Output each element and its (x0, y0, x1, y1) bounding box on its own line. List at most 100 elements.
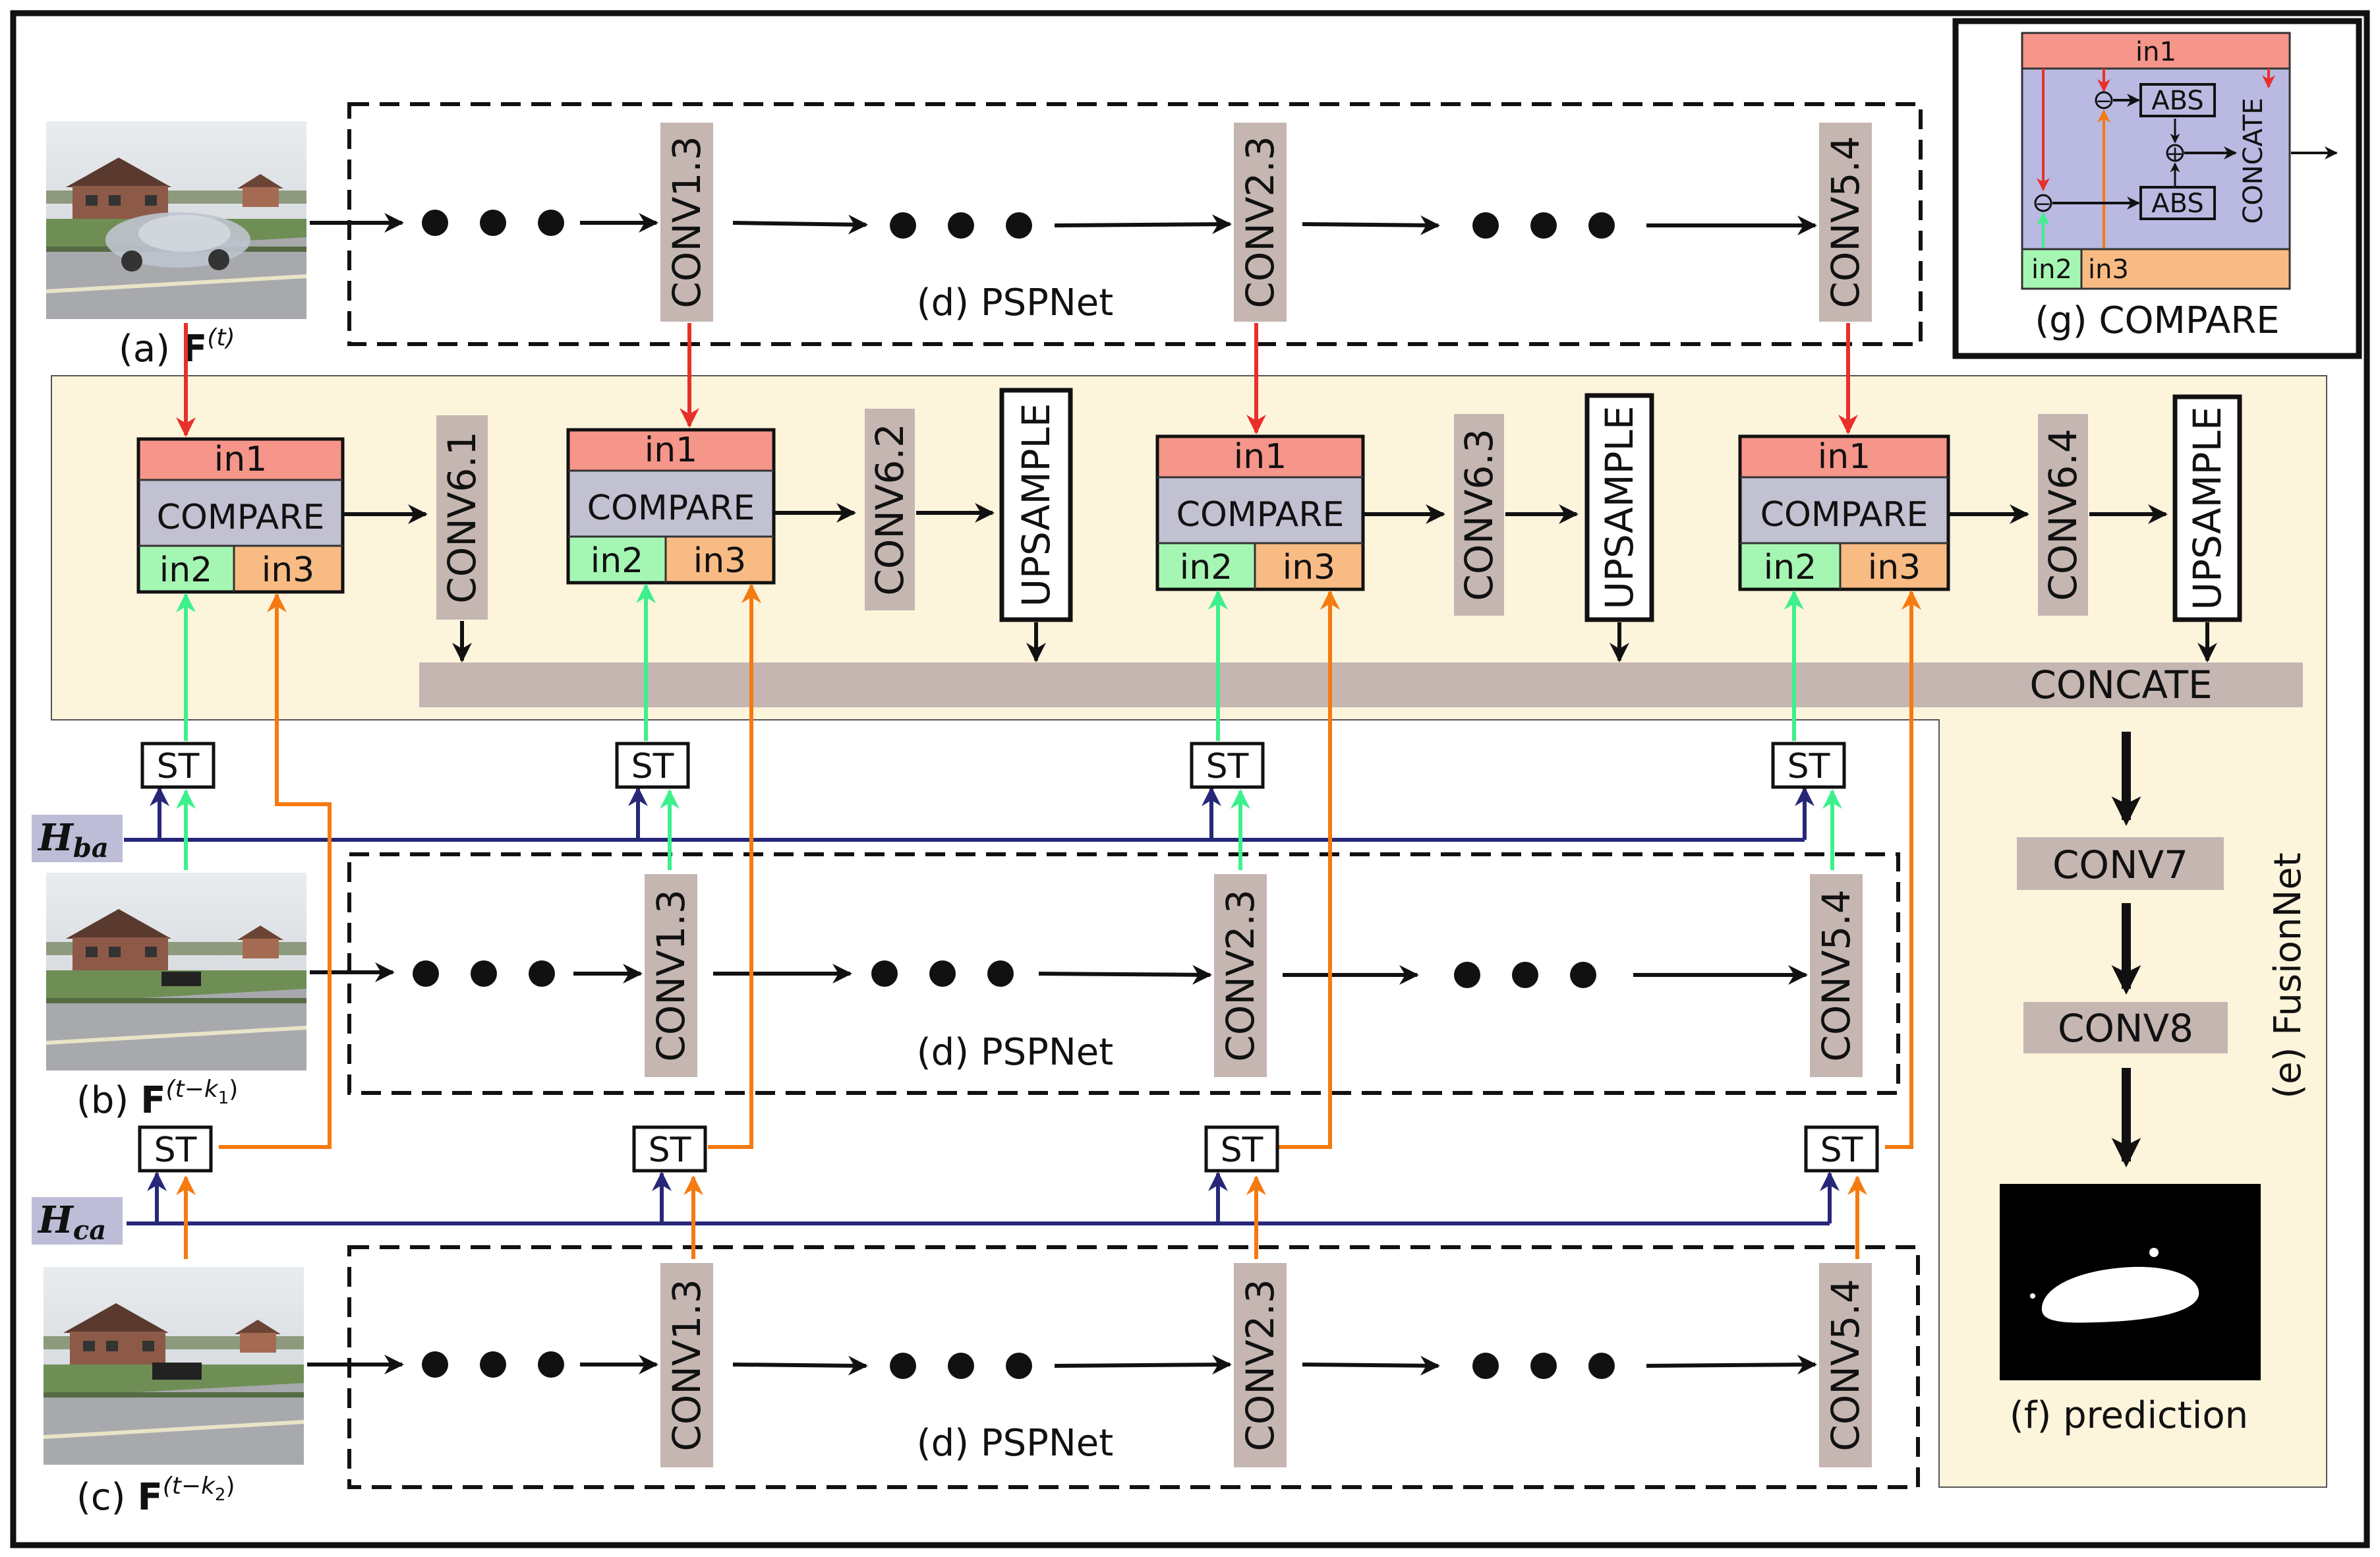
h-ca-lines (127, 1171, 1840, 1225)
prediction-mask-image (2000, 1184, 2261, 1380)
pspnet-3-conv1: CONV1.3 (660, 1263, 713, 1467)
concate-label: CONCATE (2029, 662, 2212, 707)
frame-a-image (46, 121, 306, 319)
compare-3-in1: in1 (1234, 437, 1287, 477)
svg-text:Hca: Hca (37, 1198, 106, 1246)
st-ba-3-label: ST (1206, 747, 1249, 786)
st-ba-4-label: ST (1787, 747, 1830, 786)
st-box-ba-1: ST (140, 742, 216, 789)
inset-abs-box-2 (2139, 186, 2216, 220)
upsample-1: UPSAMPLE (999, 388, 1073, 622)
st-box-ba-4: ST (1771, 742, 1846, 789)
inset-title: (g) COMPARE (2035, 299, 2279, 342)
conv6-1-label: CONV6.1 (440, 431, 484, 603)
pspnet-1-conv2: CONV2.3 (1234, 123, 1287, 322)
prediction-caption: (f) prediction (2010, 1394, 2248, 1437)
pspnet-box-2 (347, 852, 1900, 1095)
pspnet-2-conv5-label: CONV5.4 (1814, 889, 1859, 1061)
compare-4-in2: in2 (1764, 548, 1817, 587)
pspnet-3-conv1-label: CONV1.3 (664, 1279, 709, 1451)
compare-block-4: in1 COMPARE in2 in3 (1738, 434, 1950, 591)
st-box-ca-1: ST (138, 1125, 213, 1173)
st-box-ba-2: ST (615, 742, 690, 789)
pspnet-label-3: (d) PSPNet (917, 1422, 1113, 1465)
conv6-4: CONV6.4 (2038, 414, 2088, 616)
inset-concate-label: CONCATE (2238, 98, 2269, 223)
compare-1-in2: in2 (160, 550, 213, 590)
compare-2-main: COMPARE (587, 488, 755, 528)
pspnet-2-flow (310, 960, 1808, 988)
pspnet-3-conv2: CONV2.3 (1234, 1263, 1287, 1467)
pspnet-3-flow (307, 1351, 1817, 1379)
pspnet-3-conv5: CONV5.4 (1819, 1263, 1872, 1467)
inset-minus-glyph-2: − (2035, 192, 2051, 216)
conv6-2: CONV6.2 (865, 409, 915, 610)
conv6-2-label: CONV6.2 (867, 423, 912, 595)
h-ba-label: Hba (32, 815, 123, 864)
frame-c-image (44, 1267, 304, 1465)
inset-minus-icon-2 (2034, 194, 2052, 212)
fusion-row-arrows (344, 503, 2217, 662)
svg-text:Hba: Hba (37, 816, 109, 864)
inset-in3 (2080, 248, 2291, 290)
pspnet-2-conv2-label: CONV2.3 (1218, 889, 1263, 1061)
frame-a-caption: (a)F(t) (119, 324, 235, 370)
inset-plus-glyph: + (2166, 141, 2184, 166)
compare-4-main: COMPARE (1760, 495, 1929, 535)
inset-minus-icon (2095, 91, 2113, 109)
pspnet-1-conv2-label: CONV2.3 (1238, 136, 1283, 308)
frame-c-caption: (c)F(t−k2) (76, 1473, 235, 1519)
compare-3-main: COMPARE (1176, 495, 1345, 535)
st-ca-1-label: ST (154, 1131, 197, 1170)
inset-in3-label: in3 (2088, 254, 2129, 285)
frame-b-image (46, 873, 306, 1071)
compare-2-in2: in2 (591, 541, 644, 581)
inset-in1-label: in1 (2135, 37, 2176, 67)
st-box-ba-3: ST (1190, 742, 1265, 789)
compare-3-in2: in2 (1180, 548, 1233, 587)
pspnet-label-1: (d) PSPNet (917, 281, 1113, 324)
st-box-ca-3: ST (1204, 1125, 1279, 1173)
upsample-3: UPSAMPLE (2172, 394, 2242, 622)
inset-abs-box-1 (2139, 83, 2216, 117)
compare-2-in1: in1 (645, 430, 698, 470)
st-ca-3-label: ST (1221, 1131, 1263, 1170)
upsample-1-label: UPSAMPLE (1014, 403, 1059, 607)
concate-bar (419, 662, 2303, 707)
st-ba-2-label: ST (631, 747, 674, 786)
red-connections (176, 323, 1858, 437)
st-ba-1-label: ST (157, 747, 200, 786)
conv8-label: CONV8 (2058, 1006, 2193, 1051)
pspnet-2-conv5: CONV5.4 (1810, 874, 1863, 1077)
inset-minus-glyph-1: − (2095, 90, 2112, 113)
orange-connections (176, 583, 1921, 1259)
figure-border (10, 10, 2370, 1548)
pspnet-2-conv2: CONV2.3 (1214, 874, 1267, 1077)
st-ca-2-label: ST (649, 1131, 691, 1170)
compare-1-main: COMPARE (157, 498, 325, 537)
green-connections (176, 583, 1842, 870)
compare-4-in1: in1 (1818, 437, 1871, 477)
pspnet-box-3 (347, 1245, 1920, 1489)
upsample-2-label: UPSAMPLE (1597, 406, 1642, 610)
inset-in1 (2021, 32, 2291, 70)
fusionnet-label: (e) FusionNet (2267, 852, 2309, 1098)
fusionnet-background (51, 375, 2327, 1488)
pspnet-2-conv1-label: CONV1.3 (649, 889, 693, 1061)
conv6-3-label: CONV6.3 (1457, 428, 1501, 601)
upsample-2: UPSAMPLE (1584, 393, 1654, 622)
inset-abs-label-2: ABS (2151, 189, 2204, 219)
conv7-block: CONV7 (2017, 837, 2224, 890)
conv7-label: CONV7 (2052, 842, 2188, 887)
pspnet-3-conv5-label: CONV5.4 (1823, 1279, 1868, 1451)
pspnet-label-2: (d) PSPNet (917, 1031, 1113, 1074)
inset-abs-label-1: ABS (2151, 86, 2204, 116)
conv6-4-label: CONV6.4 (2041, 428, 2085, 601)
pspnet-3-conv2-label: CONV2.3 (1238, 1279, 1283, 1451)
h-ca-label: Hca (32, 1197, 123, 1246)
compare-3-in3: in3 (1283, 548, 1336, 587)
conv6-1: CONV6.1 (436, 415, 488, 620)
compare-block-1: in1 COMPARE in2 in3 (136, 437, 345, 594)
conv6-3: CONV6.3 (1454, 414, 1504, 616)
